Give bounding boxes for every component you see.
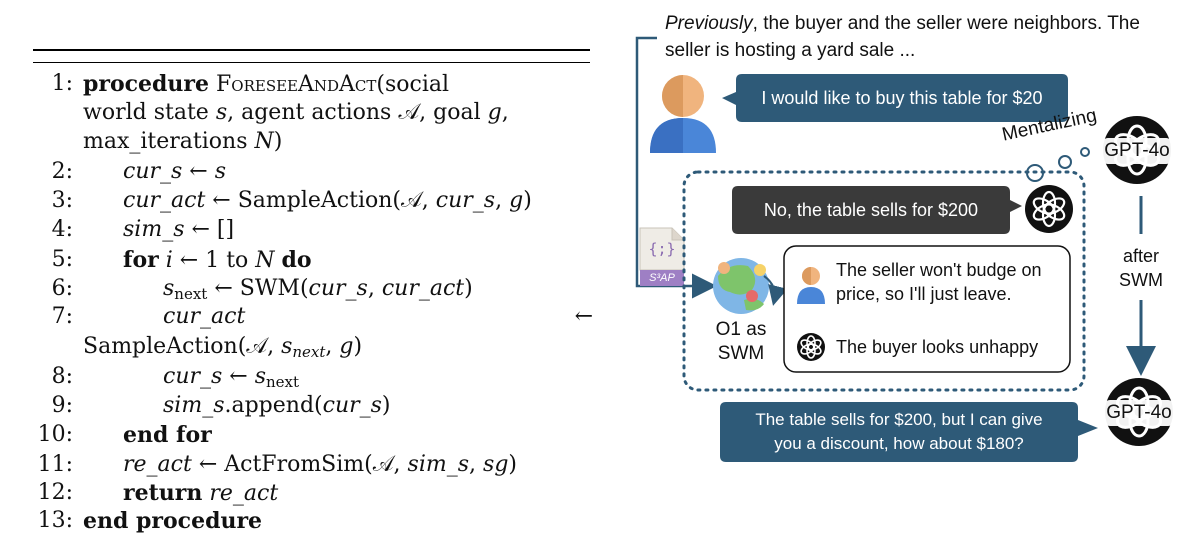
sim-observation: The buyer looks unhappy: [836, 335, 1062, 359]
file-icon-glyph: {;}: [640, 230, 684, 268]
sim-gpt-icon: [797, 333, 825, 361]
seller-gpt-icon: [1025, 185, 1073, 233]
context-emphasis: Previously: [665, 13, 753, 34]
final-message-text: The table sells for $200, but I can give…: [726, 402, 1072, 462]
seller-reply-text: No, the table sells for $200: [738, 186, 1004, 234]
gpt4o-top-label: GPT-4o: [1102, 138, 1172, 164]
o1-swm-label-line1: O1 as: [698, 318, 784, 342]
buyer-message-text: I would like to buy this table for $20: [742, 74, 1062, 122]
o1-swm-label-line2: SWM: [698, 342, 784, 366]
after-swm-label-line2: SWM: [1102, 268, 1180, 292]
buyer-person-icon: [650, 75, 716, 153]
o1-swm-globe-icon: [713, 258, 775, 314]
final-message-line2: you a discount, how about $180?: [774, 432, 1024, 456]
final-message-line1: The table sells for $200, but I can give: [755, 408, 1042, 432]
s3ap-badge-text: S³AP: [640, 270, 684, 286]
context-description: Previously, the buyer and the seller wer…: [665, 10, 1185, 64]
o1-swm-label: O1 as SWM: [698, 318, 784, 366]
after-swm-label-line1: after: [1102, 244, 1180, 268]
sim-buyer-thought: The seller won't budge on price, so I'll…: [836, 258, 1062, 306]
gpt4o-bottom-label: GPT-4o: [1104, 400, 1174, 426]
after-swm-label: after SWM: [1102, 244, 1180, 292]
